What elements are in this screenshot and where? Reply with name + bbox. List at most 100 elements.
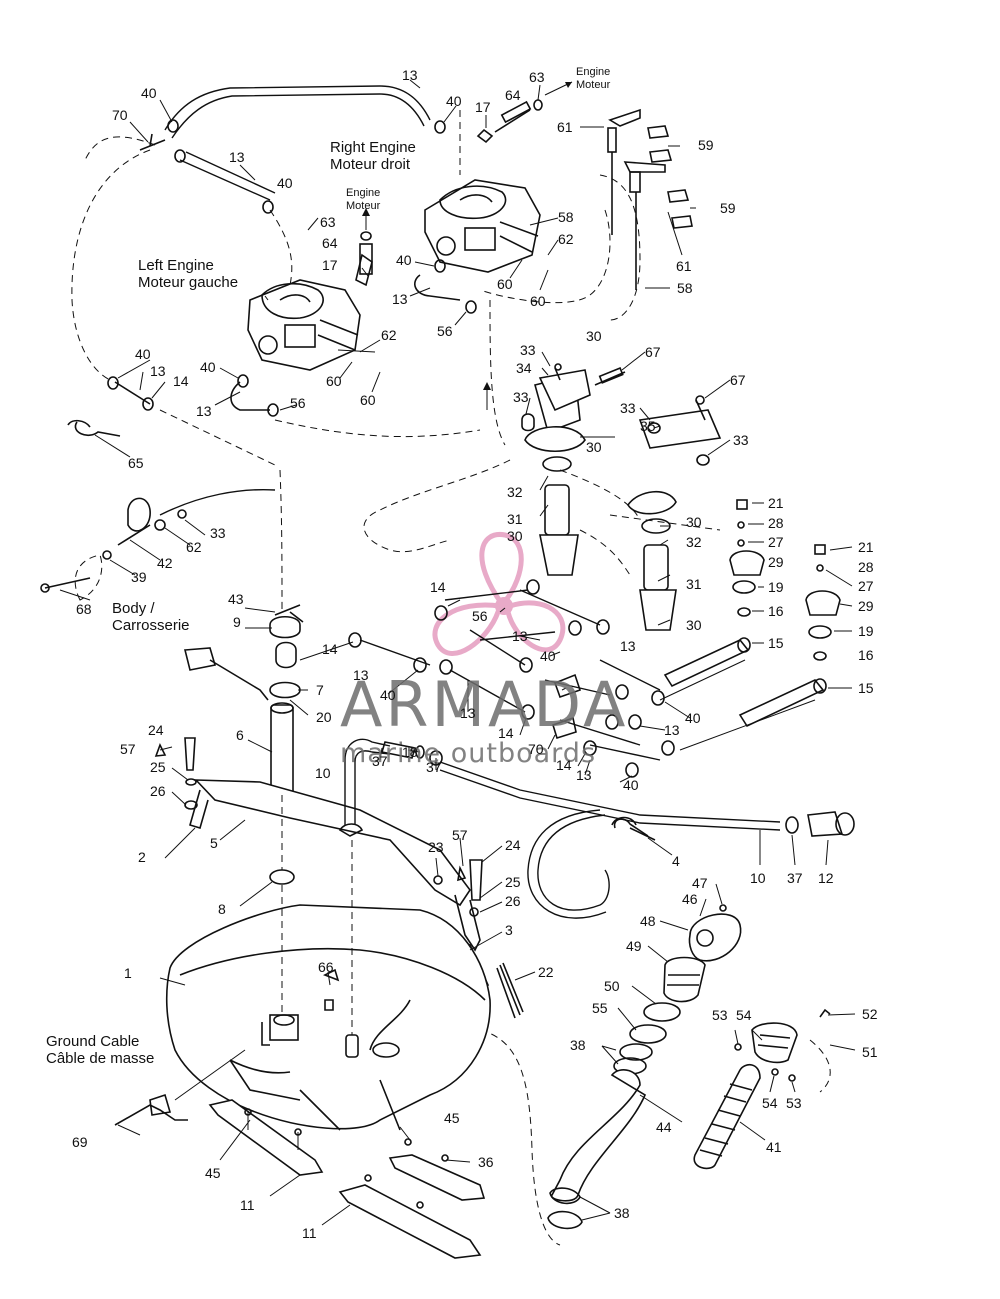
callout: 19 xyxy=(858,623,874,639)
callout: 63 xyxy=(320,214,336,230)
callout: 46 xyxy=(682,891,698,907)
callout: 21 xyxy=(768,495,784,511)
callout: 58 xyxy=(558,209,574,225)
callout: 13 xyxy=(196,403,212,419)
filler-neck-assembly xyxy=(547,904,831,1230)
callout: 53 xyxy=(786,1095,802,1111)
callout: 67 xyxy=(730,372,746,388)
callout: 58 xyxy=(677,280,693,296)
callout: 45 xyxy=(444,1110,460,1126)
callout: 65 xyxy=(128,455,144,471)
callout: 3 xyxy=(505,922,513,938)
callout: 35 xyxy=(640,418,656,434)
callout: 70 xyxy=(112,107,128,123)
callout: 47 xyxy=(692,875,708,891)
callout: 12 xyxy=(818,870,834,886)
left-screws-24-25-26 xyxy=(154,737,198,810)
callout: 60 xyxy=(497,276,513,292)
callout: 24 xyxy=(148,722,164,738)
fuel-pickup-15 xyxy=(663,637,827,728)
callout: 37 xyxy=(372,753,388,769)
callout: 23 xyxy=(428,839,444,855)
callout: 53 xyxy=(712,1007,728,1023)
callout: 59 xyxy=(720,200,736,216)
callout: 27 xyxy=(768,534,784,550)
fuel-line-fittings xyxy=(114,99,543,411)
callout: 13 xyxy=(512,628,528,644)
callout: 14 xyxy=(173,373,189,389)
callout: 19 xyxy=(768,579,784,595)
callout: 26 xyxy=(505,893,521,909)
callout: 5 xyxy=(210,835,218,851)
label-moteur-left: Moteur xyxy=(346,200,381,212)
callout: 66 xyxy=(318,959,334,975)
callout: 40 xyxy=(396,252,412,268)
callout: 14 xyxy=(322,641,338,657)
right-engine-carburetor xyxy=(424,179,541,273)
leader-lines xyxy=(59,79,856,1226)
callout: 13 xyxy=(576,767,592,783)
engine-arrows xyxy=(362,81,573,410)
center-fuel-lines xyxy=(348,579,816,778)
callout: 61 xyxy=(676,258,692,274)
callout: 41 xyxy=(766,1139,782,1155)
callout: 32 xyxy=(507,484,523,500)
label-body-fr: Carrosserie xyxy=(112,617,190,634)
callout: 39 xyxy=(131,569,147,585)
callout: 67 xyxy=(645,344,661,360)
callout: 13 xyxy=(620,638,636,654)
callout: 11 xyxy=(302,1225,317,1241)
label-body: Body / xyxy=(112,600,155,617)
callout: 33 xyxy=(520,342,536,358)
callout: 45 xyxy=(205,1165,221,1181)
callout: 70 xyxy=(528,741,544,757)
callout: 25 xyxy=(505,874,521,890)
callout: 16 xyxy=(768,603,784,619)
watermark-propeller-logo xyxy=(432,531,566,656)
label-engine-left: Engine xyxy=(346,187,380,199)
label-ground-cable: Ground Cable xyxy=(46,1033,139,1050)
callout: 40 xyxy=(141,85,157,101)
callout: 44 xyxy=(656,1119,672,1135)
callout: 27 xyxy=(858,578,874,594)
callout: 38 xyxy=(614,1205,630,1221)
callout: 6 xyxy=(236,727,244,743)
callout: 37 xyxy=(787,870,803,886)
callout: 54 xyxy=(736,1007,752,1023)
callout: 32 xyxy=(686,534,702,550)
callout: 28 xyxy=(768,515,784,531)
callout: 1 xyxy=(124,965,132,981)
callout: 59 xyxy=(698,137,714,153)
callout: 60 xyxy=(326,373,342,389)
callout: 33 xyxy=(210,525,226,541)
callout: 28 xyxy=(858,559,874,575)
callout: 60 xyxy=(530,293,546,309)
label-engine-top: Engine xyxy=(576,66,610,78)
callout: 40 xyxy=(380,687,396,703)
callout: 30 xyxy=(686,617,702,633)
callout: 10 xyxy=(315,765,331,781)
callout: 56 xyxy=(437,323,453,339)
callout: 15 xyxy=(858,680,874,696)
callout: 40 xyxy=(446,93,462,109)
callout: 24 xyxy=(505,837,521,853)
callout: 15 xyxy=(768,635,784,651)
callout: 22 xyxy=(538,964,554,980)
callout-numbers: 13 40 70 13 40 40 17 64 63 61 59 59 58 6… xyxy=(72,67,878,1241)
callout: 40 xyxy=(277,175,293,191)
callout: 56 xyxy=(472,608,488,624)
label-left-engine: Left Engine xyxy=(138,257,214,274)
callout: 17 xyxy=(475,99,491,115)
callout: 63 xyxy=(529,69,545,85)
callout: 7 xyxy=(316,682,324,698)
callout: 14 xyxy=(498,725,514,741)
callout: 43 xyxy=(228,591,244,607)
callout: 40 xyxy=(685,710,701,726)
label-left-engine-fr: Moteur gauche xyxy=(138,274,238,291)
callout: 33 xyxy=(513,389,529,405)
callout: 62 xyxy=(186,539,202,555)
callout: 26 xyxy=(150,783,166,799)
callout: 64 xyxy=(505,87,521,103)
callout: 50 xyxy=(604,978,620,994)
